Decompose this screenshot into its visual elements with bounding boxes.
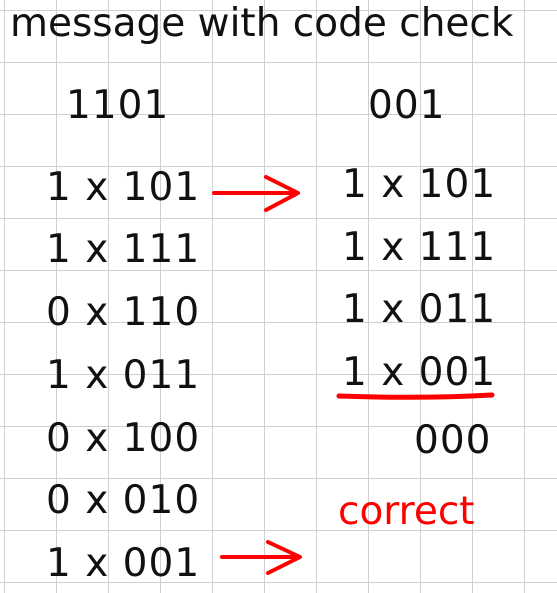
arrow-right-icon bbox=[220, 540, 302, 575]
verdict-label: correct bbox=[338, 489, 475, 534]
diagram-title: message with code check bbox=[10, 1, 514, 46]
message-bits: 1101 bbox=[66, 83, 170, 128]
left-row-5: 0 x 100 bbox=[46, 416, 201, 461]
right-row-1: 1 x 101 bbox=[342, 162, 497, 207]
left-row-4: 1 x 011 bbox=[46, 353, 201, 398]
left-row-2: 1 x 111 bbox=[46, 227, 201, 272]
right-row-3: 1 x 011 bbox=[342, 287, 497, 332]
right-row-4: 1 x 001 bbox=[342, 350, 497, 395]
arrow-right-icon bbox=[212, 175, 300, 212]
left-row-3: 0 x 110 bbox=[46, 290, 201, 335]
check-bits: 001 bbox=[368, 83, 446, 128]
left-row-1: 1 x 101 bbox=[46, 165, 201, 210]
left-row-7: 1 x 001 bbox=[46, 541, 201, 586]
left-row-6: 0 x 010 bbox=[46, 478, 201, 523]
sum-underline bbox=[336, 392, 495, 400]
xor-result: 000 bbox=[414, 418, 492, 463]
right-row-2: 1 x 111 bbox=[342, 225, 497, 270]
